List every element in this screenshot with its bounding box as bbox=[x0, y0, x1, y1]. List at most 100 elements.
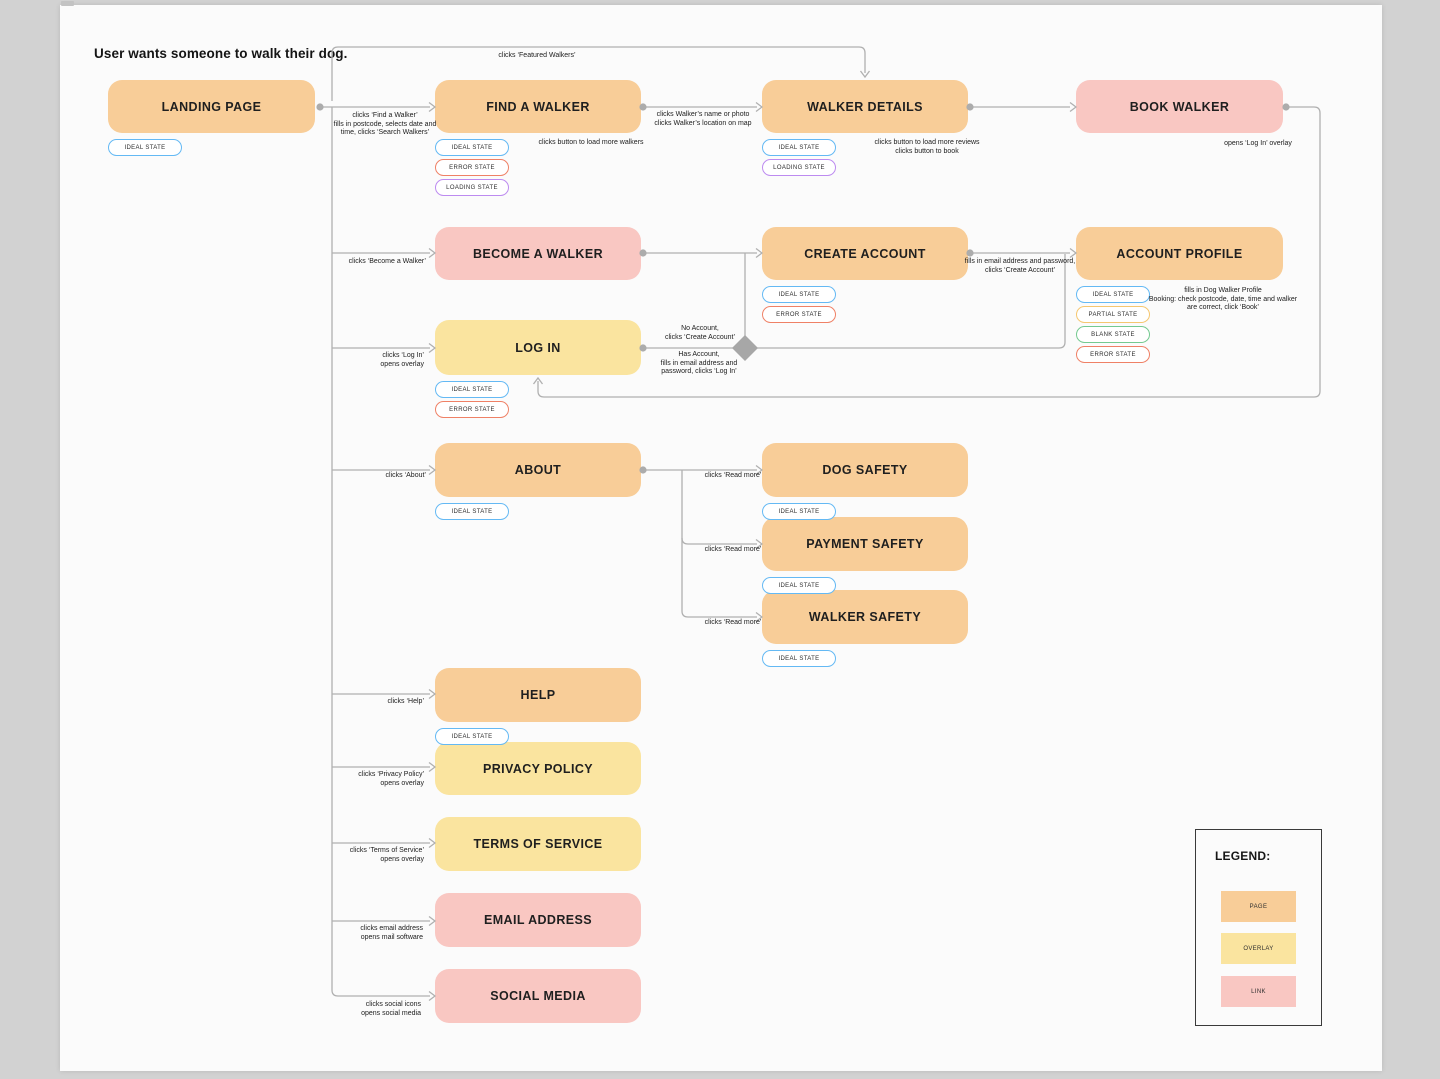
legend-swatch-link[interactable]: LINK bbox=[1221, 976, 1296, 1007]
node-privacy-policy[interactable]: PRIVACY POLICY bbox=[435, 742, 641, 795]
node-walker-details[interactable]: WALKER DETAILS bbox=[762, 80, 968, 133]
edge-label-opens-login-overlay: opens ‘Log In’ overlay bbox=[1224, 140, 1292, 147]
edge-label-load-more-walkers: clicks button to load more walkers bbox=[538, 139, 644, 146]
node-social-media[interactable]: SOCIAL MEDIA bbox=[435, 969, 641, 1023]
edge-label-help: clicks ‘Help’ bbox=[387, 698, 424, 705]
node-label: TERMS OF SERVICE bbox=[473, 837, 603, 851]
node-book-walker[interactable]: BOOK WALKER bbox=[1076, 80, 1283, 133]
state-badge-label: ERROR STATE bbox=[449, 164, 495, 171]
state-badge-label: PARTIAL STATE bbox=[1088, 311, 1138, 318]
node-label: PAYMENT SAFETY bbox=[806, 537, 924, 551]
legend-swatch-label: PAGE bbox=[1249, 903, 1268, 910]
state-badge-error[interactable]: ERROR STATE bbox=[762, 306, 836, 323]
node-landing-page[interactable]: LANDING PAGE bbox=[108, 80, 315, 133]
node-email-address[interactable]: EMAIL ADDRESS bbox=[435, 893, 641, 947]
state-badge-label: IDEAL STATE bbox=[124, 144, 166, 151]
state-badge-label: IDEAL STATE bbox=[451, 144, 493, 151]
state-badge-label: IDEAL STATE bbox=[778, 291, 820, 298]
state-badge-ideal[interactable]: IDEAL STATE bbox=[1076, 286, 1150, 303]
frame-label[interactable] bbox=[61, 1, 74, 6]
state-badge-label: LOADING STATE bbox=[446, 184, 498, 191]
node-label: FIND A WALKER bbox=[486, 99, 590, 114]
state-badge-ideal[interactable]: IDEAL STATE bbox=[762, 286, 836, 303]
edge-label-find-a-walker: clicks ‘Find a Walker’fills in postcode,… bbox=[333, 112, 437, 137]
node-create-account[interactable]: CREATE ACCOUNT bbox=[762, 227, 968, 280]
legend-swatch-page[interactable]: PAGE bbox=[1221, 891, 1296, 922]
flow-frame bbox=[60, 5, 1382, 1071]
edge-label-become-a-walker: clicks ‘Become a Walker’ bbox=[348, 258, 426, 265]
node-terms-of-service[interactable]: TERMS OF SERVICE bbox=[435, 817, 641, 871]
edge-label-about: clicks ‘About’ bbox=[385, 472, 426, 479]
node-account-profile[interactable]: ACCOUNT PROFILE bbox=[1076, 227, 1283, 280]
state-badge-label: ERROR STATE bbox=[1090, 351, 1136, 358]
node-label: WALKER SAFETY bbox=[808, 610, 922, 624]
node-label: PRIVACY POLICY bbox=[482, 761, 594, 776]
node-label: EMAIL ADDRESS bbox=[484, 913, 592, 927]
edge-label-no-account: No Account,clicks ‘Create Account’ bbox=[664, 325, 736, 341]
node-label: CREATE ACCOUNT bbox=[804, 246, 926, 261]
state-badge-loading[interactable]: LOADING STATE bbox=[435, 179, 509, 196]
edge-label-create-account: fills in email address and password,clic… bbox=[964, 258, 1076, 274]
node-help[interactable]: HELP bbox=[435, 668, 641, 722]
legend-swatch-label: LINK bbox=[1251, 988, 1266, 995]
node-label: LOG IN bbox=[515, 340, 561, 355]
node-label: ACCOUNT PROFILE bbox=[1116, 246, 1243, 261]
node-about[interactable]: ABOUT bbox=[435, 443, 641, 497]
state-badge-label: IDEAL STATE bbox=[451, 733, 493, 740]
state-badge-ideal[interactable]: IDEAL STATE bbox=[435, 503, 509, 520]
flow-title: User wants someone to walk their dog. bbox=[94, 46, 348, 61]
state-badge-loading[interactable]: LOADING STATE bbox=[762, 159, 836, 176]
node-log-in[interactable]: LOG IN bbox=[435, 320, 641, 375]
node-label: BECOME A WALKER bbox=[472, 246, 604, 261]
state-badge-label: IDEAL STATE bbox=[778, 508, 820, 515]
node-label: SOCIAL MEDIA bbox=[490, 989, 586, 1003]
state-badge-label: ERROR STATE bbox=[776, 311, 822, 318]
state-badge-label: IDEAL STATE bbox=[778, 655, 820, 662]
state-badge-ideal[interactable]: IDEAL STATE bbox=[762, 650, 836, 667]
state-badge-error[interactable]: ERROR STATE bbox=[1076, 346, 1150, 363]
legend-title: LEGEND: bbox=[1215, 849, 1271, 863]
node-label: WALKER DETAILS bbox=[807, 99, 923, 114]
node-find-a-walker[interactable]: FIND A WALKER bbox=[435, 80, 641, 133]
state-badge-ideal[interactable]: IDEAL STATE bbox=[435, 381, 509, 398]
state-badge-partial[interactable]: PARTIAL STATE bbox=[1076, 306, 1150, 323]
edge-label-privacy-policy: clicks ‘Privacy Policy’opens overlay bbox=[358, 771, 424, 787]
state-badge-ideal[interactable]: IDEAL STATE bbox=[762, 503, 836, 520]
edge-label-read-more-1: clicks ‘Read more’ bbox=[704, 472, 762, 479]
state-badge-ideal[interactable]: IDEAL STATE bbox=[435, 139, 509, 156]
edge-label-read-more-3: clicks ‘Read more’ bbox=[704, 619, 762, 626]
edge-label-terms-of-service: clicks ‘Terms of Service’opens overlay bbox=[349, 847, 424, 863]
state-badge-ideal[interactable]: IDEAL STATE bbox=[435, 728, 509, 745]
node-dog-safety[interactable]: DOG SAFETY bbox=[762, 443, 968, 497]
state-badge-label: IDEAL STATE bbox=[451, 508, 493, 515]
node-label: BOOK WALKER bbox=[1129, 99, 1230, 114]
state-badge-ideal[interactable]: IDEAL STATE bbox=[762, 139, 836, 156]
edge-label-read-more-2: clicks ‘Read more’ bbox=[704, 546, 762, 553]
legend-box[interactable]: LEGEND: PAGE OVERLAY LINK bbox=[1195, 829, 1322, 1026]
node-become-a-walker[interactable]: BECOME A WALKER bbox=[435, 227, 641, 280]
edge-label-log-in: clicks ‘Log In’opens overlay bbox=[380, 352, 424, 368]
node-walker-safety[interactable]: WALKER SAFETY bbox=[762, 590, 968, 644]
node-payment-safety[interactable]: PAYMENT SAFETY bbox=[762, 517, 968, 571]
state-badge-blank[interactable]: BLANK STATE bbox=[1076, 326, 1150, 343]
legend-swatch-label: OVERLAY bbox=[1243, 945, 1274, 952]
legend-swatch-overlay[interactable]: OVERLAY bbox=[1221, 933, 1296, 964]
state-badge-error[interactable]: ERROR STATE bbox=[435, 159, 509, 176]
state-badge-label: LOADING STATE bbox=[773, 164, 825, 171]
state-badge-label: IDEAL STATE bbox=[778, 144, 820, 151]
state-badge-label: IDEAL STATE bbox=[778, 582, 820, 589]
node-label: HELP bbox=[520, 688, 556, 702]
node-label: DOG SAFETY bbox=[822, 463, 908, 477]
state-badge-error[interactable]: ERROR STATE bbox=[435, 401, 509, 418]
state-badge-label: IDEAL STATE bbox=[1092, 291, 1134, 298]
node-label: ABOUT bbox=[514, 463, 562, 477]
state-badge-label: ERROR STATE bbox=[449, 406, 495, 413]
state-badge-ideal[interactable]: IDEAL STATE bbox=[108, 139, 182, 156]
state-badge-ideal[interactable]: IDEAL STATE bbox=[762, 577, 836, 594]
